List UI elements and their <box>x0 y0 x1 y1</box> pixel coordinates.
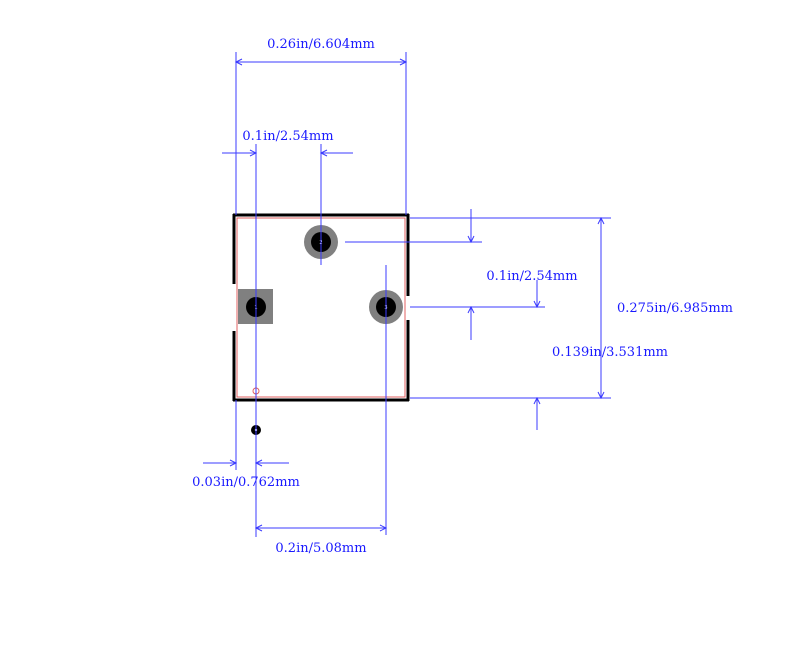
dimension-offset-vertical: 0.139in/3.531mm <box>385 265 668 535</box>
dimension-pitch-horizontal: 0.1in/2.54mm <box>222 129 353 400</box>
dimension-offset-vertical-label: 0.139in/3.531mm <box>552 345 668 360</box>
dimension-width-overall-label: 0.26in/6.604mm <box>267 37 375 52</box>
dimension-span-pins: 0.2in/5.08mm <box>254 400 388 556</box>
dimension-pitch-vertical: 0.1in/2.54mm <box>345 209 578 340</box>
dimension-pitch-vertical-label: 0.1in/2.54mm <box>486 269 577 284</box>
dimension-offset-left-label: 0.03in/0.762mm <box>192 475 300 490</box>
dimension-offset-left: 0.03in/0.762mm <box>192 400 300 490</box>
dimension-height-overall: 0.275in/6.985mm <box>410 216 733 400</box>
dimension-height-overall-label: 0.275in/6.985mm <box>617 301 733 316</box>
dimension-width-overall: 0.26in/6.604mm <box>234 37 408 215</box>
dimension-span-pins-label: 0.2in/5.08mm <box>275 541 366 556</box>
dimension-pitch-horizontal-label: 0.1in/2.54mm <box>242 129 333 144</box>
